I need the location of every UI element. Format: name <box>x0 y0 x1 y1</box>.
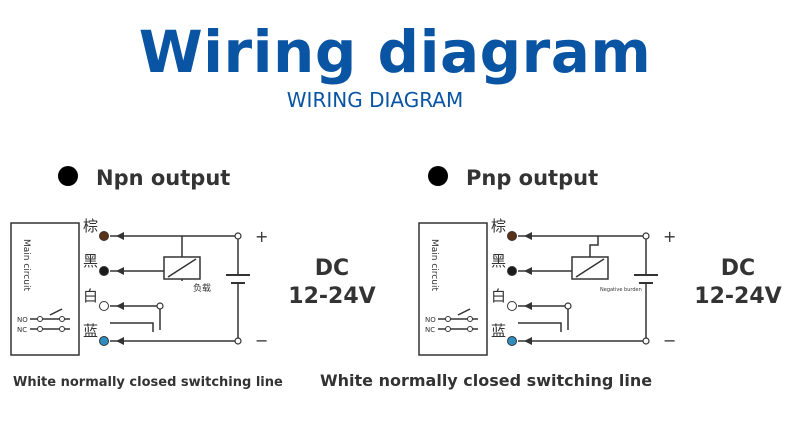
npn-terminal-brown <box>99 231 109 241</box>
npn-plus-label: + <box>255 227 268 246</box>
pnp-switch-label-nc: NC <box>425 326 435 334</box>
pnp-wire-label-black: 黑 <box>491 252 506 270</box>
pnp-terminal-white <box>507 301 517 311</box>
pnp-terminal-brown <box>507 231 517 241</box>
pnp-arrow-black <box>524 267 532 275</box>
pnp-caption: White normally closed switching line <box>320 371 653 390</box>
pnp-heading: Pnp output <box>466 166 599 190</box>
npn-dc-label: DC 12-24V <box>282 255 382 311</box>
npn-arrow-black <box>116 267 124 275</box>
pnp-load-relay <box>571 256 609 280</box>
pnp-switch-label-no: NO <box>425 316 436 324</box>
pnp-arrow-white <box>524 302 532 310</box>
npn-wiring-diagram: Main circuit 棕 黑 白 蓝 NO NC 负载 + − <box>10 217 268 356</box>
pnp-main-circuit-box <box>418 222 488 356</box>
pnp-wire-label-brown: 棕 <box>491 217 506 235</box>
npn-caption: White normally closed switching line <box>13 375 283 390</box>
npn-arrow-white <box>116 302 124 310</box>
npn-switch-label-no: NO <box>17 316 28 324</box>
pnp-main-circuit-label: Main circuit <box>429 239 439 291</box>
npn-switch-label-nc: NC <box>17 326 27 334</box>
pnp-arrow-brown <box>524 232 532 240</box>
npn-wire-label-white: 白 <box>83 287 98 305</box>
pnp-terminal-blue <box>507 336 517 346</box>
pnp-dc-line2: 12-24V <box>694 284 782 309</box>
npn-load-label: 负载 <box>193 282 211 294</box>
pnp-wire-label-white: 白 <box>491 287 506 305</box>
pnp-minus-label: − <box>663 331 676 350</box>
pnp-dc-line1: DC <box>720 256 756 281</box>
pnp-plus-label: + <box>663 227 676 246</box>
npn-wire-label-blue: 蓝 <box>83 322 98 340</box>
npn-terminal-white <box>99 301 109 311</box>
npn-main-circuit-box <box>10 222 80 356</box>
pnp-terminal-black <box>507 266 517 276</box>
npn-dc-line2: 12-24V <box>288 284 376 309</box>
npn-main-circuit-label: Main circuit <box>21 239 31 291</box>
npn-minus-label: − <box>255 331 268 350</box>
pnp-load-branch <box>589 236 599 257</box>
pnp-dc-label: DC 12-24V <box>688 255 788 311</box>
npn-arrow-blue <box>116 337 124 345</box>
page-subtitle: WIRING DIAGRAM <box>286 88 464 112</box>
npn-wire-label-black: 黑 <box>83 252 98 270</box>
npn-dc-line1: DC <box>314 256 350 281</box>
pnp-wire-label-blue: 蓝 <box>491 322 506 340</box>
npn-terminal-black <box>99 266 109 276</box>
npn-wire-label-brown: 棕 <box>83 217 98 235</box>
npn-arrow-brown <box>116 232 124 240</box>
npn-bullet-icon <box>58 166 78 186</box>
pnp-load-label: Negative burden <box>600 287 642 293</box>
page-title: Wiring diagram <box>138 18 652 86</box>
npn-heading: Npn output <box>96 166 231 190</box>
pnp-wiring-diagram: Main circuit 棕 黑 白 蓝 NO NC Negative burd… <box>418 217 676 356</box>
pnp-arrow-blue <box>524 337 532 345</box>
npn-terminal-blue <box>99 336 109 346</box>
pnp-bullet-icon <box>428 166 448 186</box>
